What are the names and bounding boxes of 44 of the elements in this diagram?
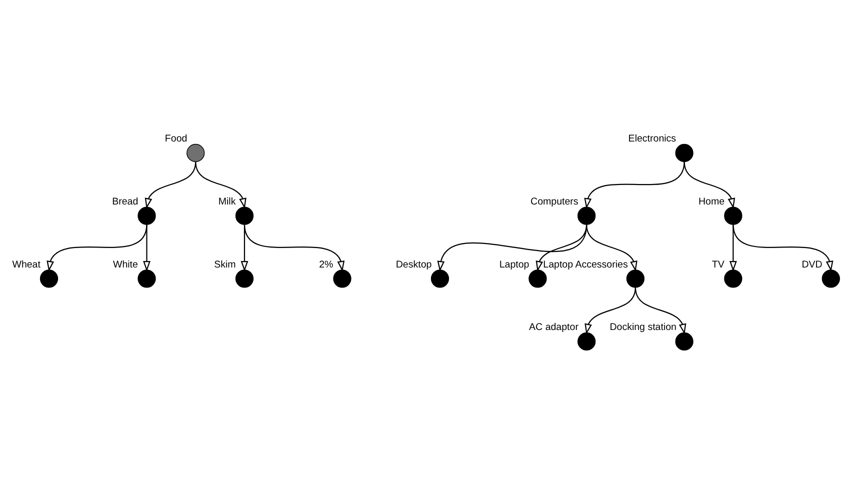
node-circle — [675, 143, 694, 162]
node-circle — [40, 269, 58, 288]
node-circle — [333, 269, 352, 288]
arrow — [195, 161, 246, 208]
arrow — [244, 224, 345, 272]
node-label: TV — [712, 258, 724, 270]
arrow — [46, 224, 148, 272]
node-circle — [822, 269, 840, 288]
node-label: Skim — [214, 258, 236, 270]
node-circle — [430, 269, 450, 288]
node-circle — [724, 206, 742, 224]
node-label: Bread — [112, 196, 138, 207]
node-label: Laptop — [499, 258, 530, 270]
node-label: Food — [164, 133, 188, 144]
node-circle — [578, 206, 596, 224]
node-label: Wheat — [12, 258, 40, 270]
node-label: White — [112, 258, 138, 270]
node-label: Home — [698, 196, 725, 207]
node-circle — [186, 143, 205, 162]
node-circle — [675, 332, 694, 350]
arrow — [586, 224, 638, 272]
node-circle — [578, 332, 596, 350]
arrow — [634, 286, 686, 334]
node-circle — [724, 269, 742, 288]
node-circle — [235, 269, 254, 288]
node-circle — [138, 269, 156, 288]
arrow — [584, 161, 685, 208]
arrow — [729, 224, 737, 272]
arrow — [143, 224, 150, 272]
node-label: 2% — [319, 258, 334, 270]
node-label: Desktop — [396, 258, 432, 270]
node-label: Milk — [218, 196, 236, 207]
node-circle — [528, 269, 547, 288]
arrow — [732, 224, 834, 272]
node-circle — [235, 206, 254, 224]
node-circle — [626, 269, 644, 288]
node-label: Laptop Accessories — [543, 258, 628, 270]
node-label: DVD — [802, 258, 822, 270]
node-circle — [138, 206, 156, 224]
node-label: Electronics — [628, 133, 676, 144]
node-label: Computers — [530, 196, 578, 207]
arrow — [684, 161, 736, 208]
node-label: AC adaptor — [529, 322, 578, 333]
node-label: Docking station — [610, 322, 677, 333]
